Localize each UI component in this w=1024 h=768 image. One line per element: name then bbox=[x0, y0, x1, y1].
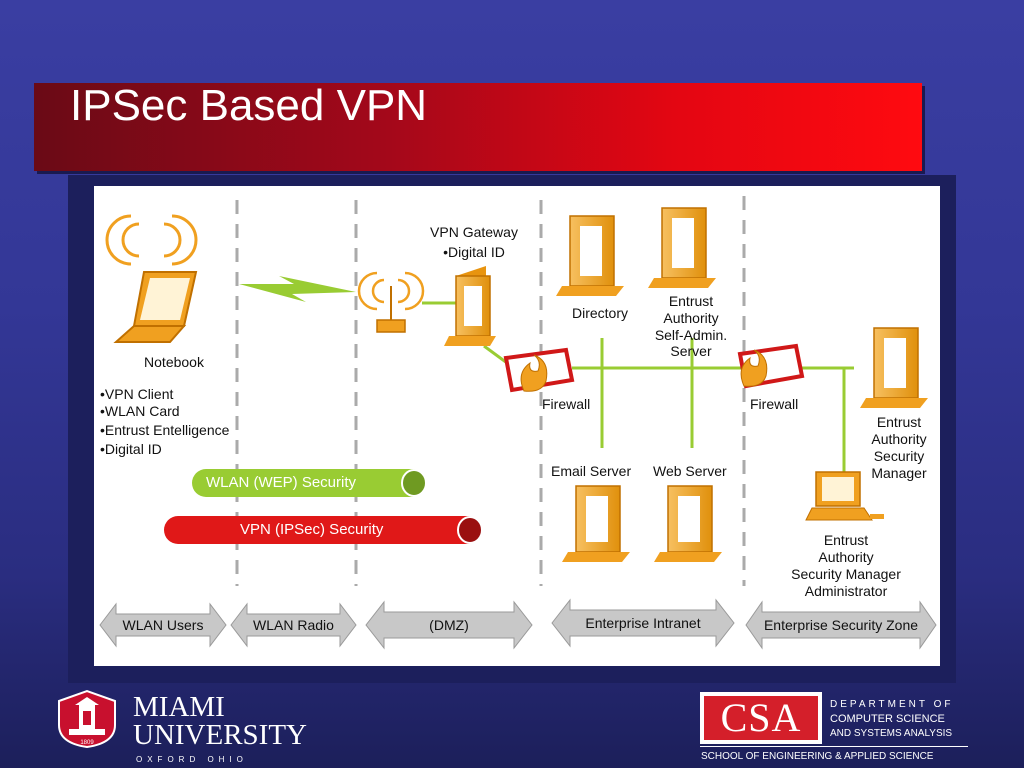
diagram-graphics bbox=[99, 196, 937, 650]
sm-admin-label-line: Entrust bbox=[823, 532, 869, 548]
web-server-icon bbox=[654, 485, 722, 562]
wireless-bolt-icon bbox=[239, 276, 356, 302]
university-name-line2: UNIVERSITY bbox=[133, 719, 307, 751]
zone-label-wlan-users: WLAN Users bbox=[122, 617, 204, 633]
security-manager-server-icon bbox=[860, 327, 928, 408]
dept-line3: AND SYSTEMS ANALYSIS bbox=[830, 728, 953, 739]
notebook-feature: •Entrust Entelligence bbox=[100, 422, 230, 438]
vpn-gateway-server-icon bbox=[444, 266, 496, 346]
vpn-gateway-sub-label: •Digital ID bbox=[443, 244, 505, 260]
university-name-line1: MIAMI bbox=[133, 691, 225, 723]
wlan-security-label: WLAN (WEP) Security bbox=[206, 474, 357, 491]
miami-university-seal: 1809 bbox=[55, 689, 119, 749]
school-name: SCHOOL OF ENGINEERING & APPLIED SCIENCE bbox=[701, 751, 934, 762]
zone-label-enterprise-intranet: Enterprise Intranet bbox=[585, 615, 701, 631]
firewall-2-label: Firewall bbox=[750, 396, 799, 412]
zone-label-dmz: (DMZ) bbox=[429, 617, 469, 633]
self-admin-label-line: Self-Admin. bbox=[654, 327, 728, 343]
security-manager-label-line: Entrust bbox=[876, 414, 922, 430]
sm-admin-label-line: Authority bbox=[818, 549, 874, 565]
admin-workstation-icon bbox=[805, 471, 884, 521]
notebook-label: Notebook bbox=[144, 354, 204, 370]
network-diagram: Notebook •VPN Client •WLAN Card •Entrust… bbox=[94, 186, 940, 666]
zone-label-enterprise-security: Enterprise Security Zone bbox=[763, 617, 919, 633]
email-server-icon bbox=[562, 485, 630, 562]
seal-year: 1809 bbox=[80, 740, 94, 746]
university-location: OXFORD OHIO bbox=[136, 755, 248, 764]
self-admin-server-icon bbox=[648, 207, 716, 288]
dept-line2: COMPUTER SCIENCE bbox=[830, 713, 945, 725]
firewall-1-icon bbox=[503, 347, 575, 393]
title-bar bbox=[34, 83, 922, 171]
vpn-security-bar bbox=[164, 516, 483, 544]
security-manager-label-line: Security bbox=[873, 448, 925, 464]
dept-line1: DEPARTMENT OF bbox=[830, 699, 954, 710]
directory-label: Directory bbox=[571, 305, 628, 321]
sm-admin-label-line: Security Manager bbox=[791, 566, 901, 582]
notebook-feature: •VPN Client bbox=[100, 386, 174, 402]
self-admin-label-line: Authority bbox=[663, 310, 719, 326]
zone-label-wlan-radio: WLAN Radio bbox=[253, 617, 334, 633]
access-point-icon bbox=[357, 271, 425, 333]
firewall-1-label: Firewall bbox=[542, 396, 591, 412]
security-manager-label-line: Manager bbox=[871, 465, 927, 481]
directory-server-icon bbox=[556, 215, 624, 296]
notebook-feature: •WLAN Card bbox=[100, 403, 180, 419]
csa-mark: CSA bbox=[704, 696, 818, 740]
web-server-label: Web Server bbox=[653, 463, 727, 479]
csa-logo: CSA bbox=[700, 692, 822, 744]
firewall-2-icon bbox=[737, 343, 805, 389]
vpn-gateway-label: VPN Gateway bbox=[430, 224, 518, 240]
footer-divider bbox=[700, 746, 968, 747]
wlan-security-bar bbox=[192, 469, 427, 497]
sm-admin-label-line: Administrator bbox=[804, 583, 888, 599]
vpn-security-label: VPN (IPSec) Security bbox=[240, 521, 384, 538]
slide-title: IPSec Based VPN bbox=[70, 81, 428, 130]
network-links bbox=[422, 301, 854, 476]
notebook-wifi-icon bbox=[105, 214, 198, 266]
zone-arrows bbox=[99, 598, 937, 650]
self-admin-label-line: Server bbox=[670, 343, 712, 359]
notebook-icon bbox=[113, 271, 198, 343]
security-manager-label-line: Authority bbox=[871, 431, 927, 447]
notebook-feature: •Digital ID bbox=[100, 441, 162, 457]
self-admin-label-line: Entrust bbox=[668, 293, 714, 309]
email-server-label: Email Server bbox=[551, 463, 632, 479]
